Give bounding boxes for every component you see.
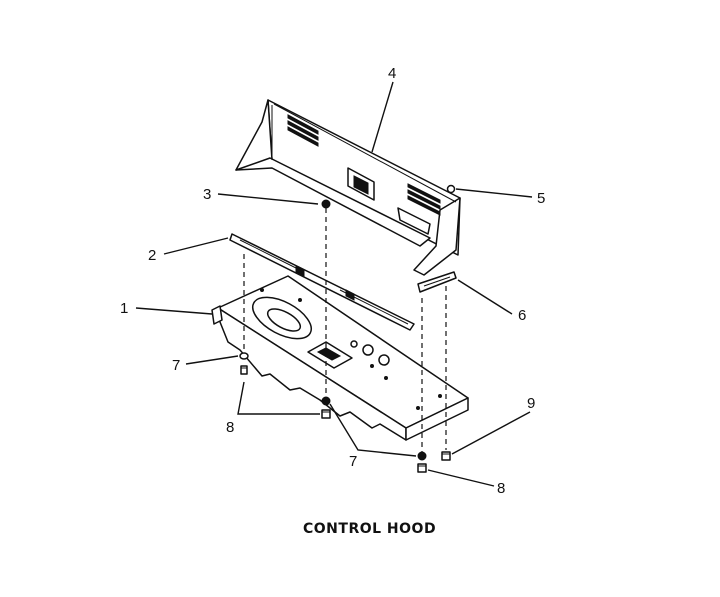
diagram-title: CONTROL HOOD	[303, 521, 436, 537]
nut-3	[321, 199, 331, 209]
callout-1: 1	[120, 300, 128, 317]
callout-4: 4	[388, 65, 396, 82]
callout-8-right: 8	[497, 480, 505, 497]
callout-9: 9	[527, 395, 535, 412]
alignment-lines	[243, 208, 447, 452]
side-bracket	[417, 271, 457, 293]
vent-slots-right	[407, 183, 441, 216]
callout-7-left: 7	[172, 357, 180, 374]
screw-9	[441, 451, 451, 461]
callout-6: 6	[518, 307, 526, 324]
screw-8-center	[321, 409, 331, 419]
leader-lines	[135, 81, 533, 487]
vent-slots-left	[287, 114, 319, 147]
nut-5	[446, 184, 456, 194]
callout-5: 5	[537, 190, 545, 207]
control-panel-base	[211, 275, 469, 441]
panel-cutout	[397, 207, 431, 235]
washer-7-left	[239, 352, 249, 360]
callout-7-right: 7	[349, 453, 357, 470]
screw-8-right	[417, 463, 427, 473]
callout-labels: 1 2 3 4 5 6 7 7 8 8 9	[120, 65, 545, 497]
screw-8-left	[240, 365, 248, 375]
mounting-bracket	[229, 233, 415, 331]
callout-8-left: 8	[226, 419, 234, 436]
washer-7-center	[321, 396, 331, 406]
control-hood-panel	[235, 99, 461, 276]
washer-7-right	[417, 451, 427, 461]
callout-2: 2	[148, 247, 156, 264]
fasteners	[239, 184, 456, 473]
callout-3: 3	[203, 186, 211, 203]
